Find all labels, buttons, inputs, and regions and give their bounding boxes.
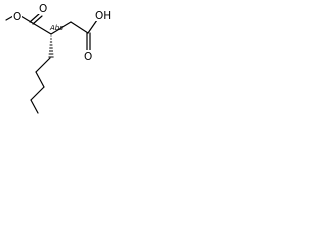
bond-chain-4 [30,99,39,114]
ester-carbonyl-oxygen-label: O [39,3,47,15]
chemical-structure: O O O OH Abs [5,2,112,114]
bond-chain-1 [35,57,51,73]
acid-carbonyl-oxygen-label: O [84,51,92,63]
bond-ester-carbonyl-1 [29,13,40,23]
methoxy-oxygen-label: O [13,11,21,23]
bond-chain-3 [30,86,45,101]
bond-ester-carbonyl-2 [32,15,43,25]
bond-methyl-o [5,15,14,21]
bond-skeleton [5,13,98,114]
stereo-descriptor-label: Abs [49,24,63,32]
hashed-wedge-bond [48,35,54,58]
bond-chain-2 [35,71,45,88]
hydroxyl-label: OH [95,10,111,22]
bond-ester-chiral [30,21,52,35]
bond-o-ester-carbon [20,15,32,23]
bond-ch2-acid [70,21,89,34]
bond-chiral-ch2 [50,21,72,35]
bond-acid-oh [87,19,98,34]
